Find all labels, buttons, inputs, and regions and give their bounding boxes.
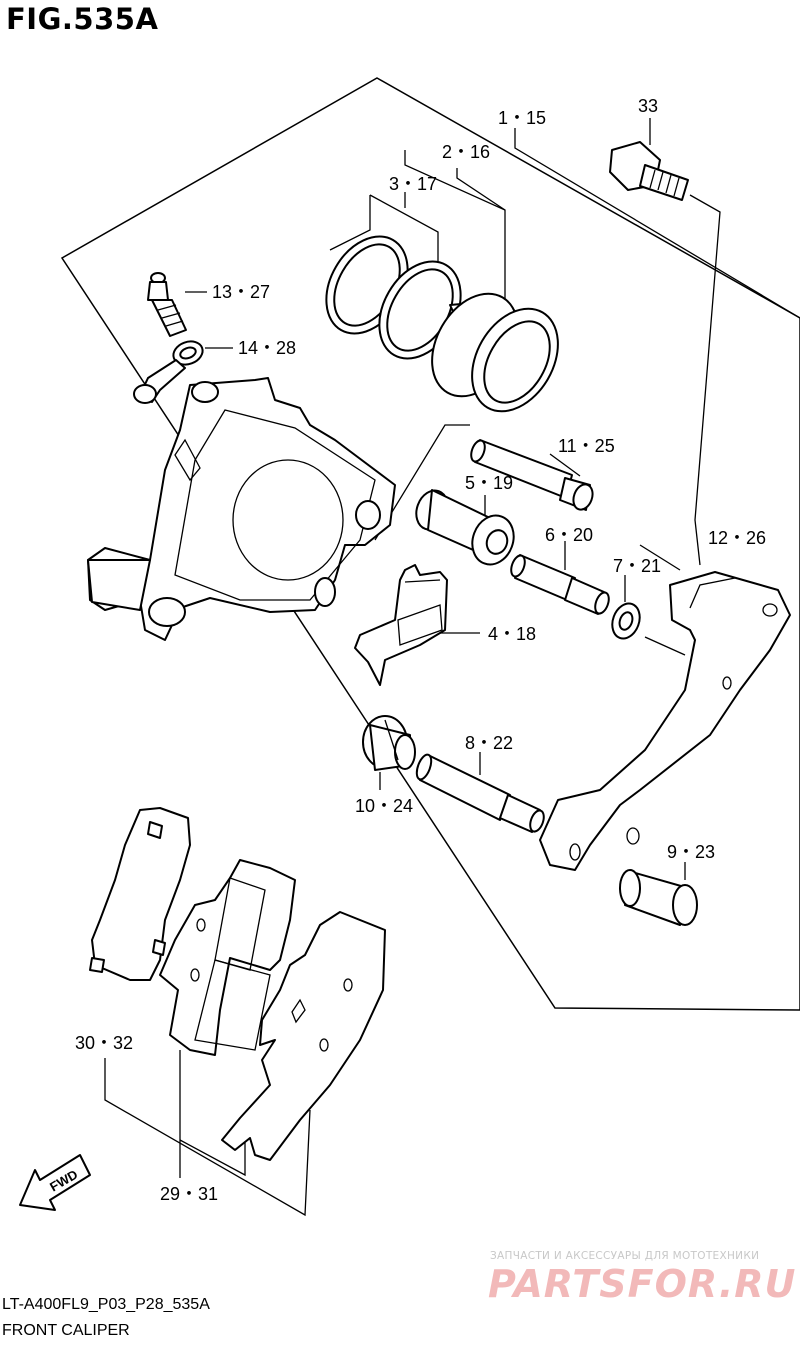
bracket-sleeve — [619, 869, 698, 926]
brake-pad-inner — [159, 859, 296, 1056]
slide-pin — [470, 439, 594, 511]
callout-10: 10・24 — [355, 796, 413, 816]
callout-29: 29・31 — [160, 1184, 218, 1204]
pad-spring — [354, 564, 448, 686]
callout-3: 3・17 — [389, 174, 437, 194]
assembly-frame — [60, 77, 800, 1011]
callout-7: 7・21 — [613, 556, 661, 576]
fwd-arrow-icon: FWD — [19, 1154, 91, 1211]
callout-5: 5・19 — [465, 473, 513, 493]
callout-30: 30・32 — [75, 1033, 133, 1053]
bracket-boot — [362, 715, 416, 771]
figure-caption: FRONT CALIPER — [2, 1322, 130, 1339]
callout-2: 2・16 — [442, 142, 490, 162]
callout-4: 4・18 — [488, 624, 536, 644]
callout-33: 33 — [638, 96, 658, 116]
pad-shim — [221, 911, 386, 1161]
callout-14: 14・28 — [238, 338, 296, 358]
callout-12: 12・26 — [708, 528, 766, 548]
callout-1: 1・15 — [498, 108, 546, 128]
bracket-pin — [415, 753, 545, 833]
leader-bracket-group — [104, 118, 800, 1217]
caliper-bracket — [539, 571, 791, 871]
watermark-tagline: ЗАПЧАСТИ И АКСЕССУАРЫ ДЛЯ МОТОТЕХНИКИ — [490, 1250, 760, 1262]
callout-13: 13・27 — [212, 282, 270, 302]
mounting-bolt — [609, 141, 689, 201]
bleeder-cap — [133, 340, 204, 404]
brake-pad-outer — [89, 807, 191, 981]
caliper-piston — [431, 292, 559, 413]
sleeve-pin — [510, 554, 610, 615]
pin-boot — [415, 489, 515, 566]
callout-11: 11・25 — [558, 436, 615, 456]
callout-6: 6・20 — [545, 525, 593, 545]
callout-9: 9・23 — [667, 842, 715, 862]
callout-8: 8・22 — [465, 733, 513, 753]
bleeder-valve — [147, 272, 187, 337]
caliper-body — [87, 377, 396, 641]
figure-code: LT-A400FL9_P03_P28_535A — [2, 1296, 210, 1313]
washer — [611, 602, 641, 640]
watermark-logo: PARTSFOR.RU — [488, 1262, 797, 1306]
figure-title: FIG.535A — [6, 2, 159, 36]
